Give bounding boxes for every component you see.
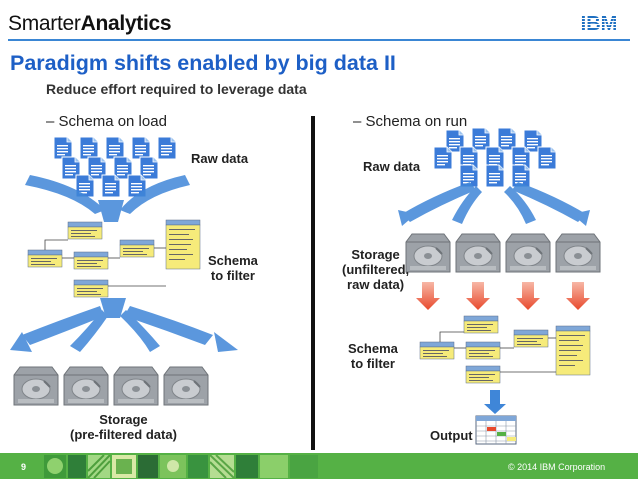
right-storage-drives [405,233,601,273]
right-diverge-arrows [398,182,590,226]
left-storage-drives [13,366,209,406]
right-red-arrows [416,282,590,310]
left-storage-label: Storage (pre-filtered data) [70,412,177,442]
left-raw-data-label: Raw data [191,151,249,166]
left-schema-line-2: to filter [210,268,255,283]
page-number: 9 [21,462,27,472]
right-storage-label: Storage (unfiltered, raw data) [342,247,409,292]
right-schema-tables [419,315,591,384]
right-raw-data-documents [433,127,557,188]
ibm-logo-text: IBM [581,13,618,33]
slide-subtitle: Reduce effort required to leverage data [46,81,307,97]
right-schema-line-2: to filter [350,356,395,371]
slide-title: Paradigm shifts enabled by big data II [10,51,396,75]
right-storage-line-3: raw data) [347,277,405,292]
table-output-icon [475,415,517,445]
header-rule [8,39,630,41]
copyright-text: © 2014 IBM Corporation [508,462,606,472]
schema-on-run-heading: – Schema on run [353,113,468,130]
right-raw-data-label: Raw data [363,159,421,174]
right-storage-line-1: Storage [351,247,400,262]
right-schema-label: Schema to filter [348,341,398,371]
left-schema-tables [27,219,201,298]
left-storage-line-2: (pre-filtered data) [70,427,177,442]
right-output-arrow [484,390,506,414]
right-storage-line-2: (unfiltered, [342,262,410,277]
left-schema-line-1: Schema [208,253,258,268]
logo-text-bold: Analytics [80,12,172,35]
left-diverge-arrows [10,298,238,352]
footer-decoration [44,455,318,478]
smarter-analytics-logo: SmarterAnalytics [8,12,172,36]
left-storage-line-1: Storage [99,412,148,427]
left-schema-label: Schema to filter [208,253,258,283]
right-schema-line-1: Schema [348,341,398,356]
schema-on-load-heading: – Schema on load [46,113,167,130]
section-divider [311,116,315,450]
output-label: Output [430,428,473,443]
ibm-logo-icon: IBM [581,13,618,33]
logo-text-light: Smarter [8,12,81,35]
left-converge-arrows [25,175,190,222]
